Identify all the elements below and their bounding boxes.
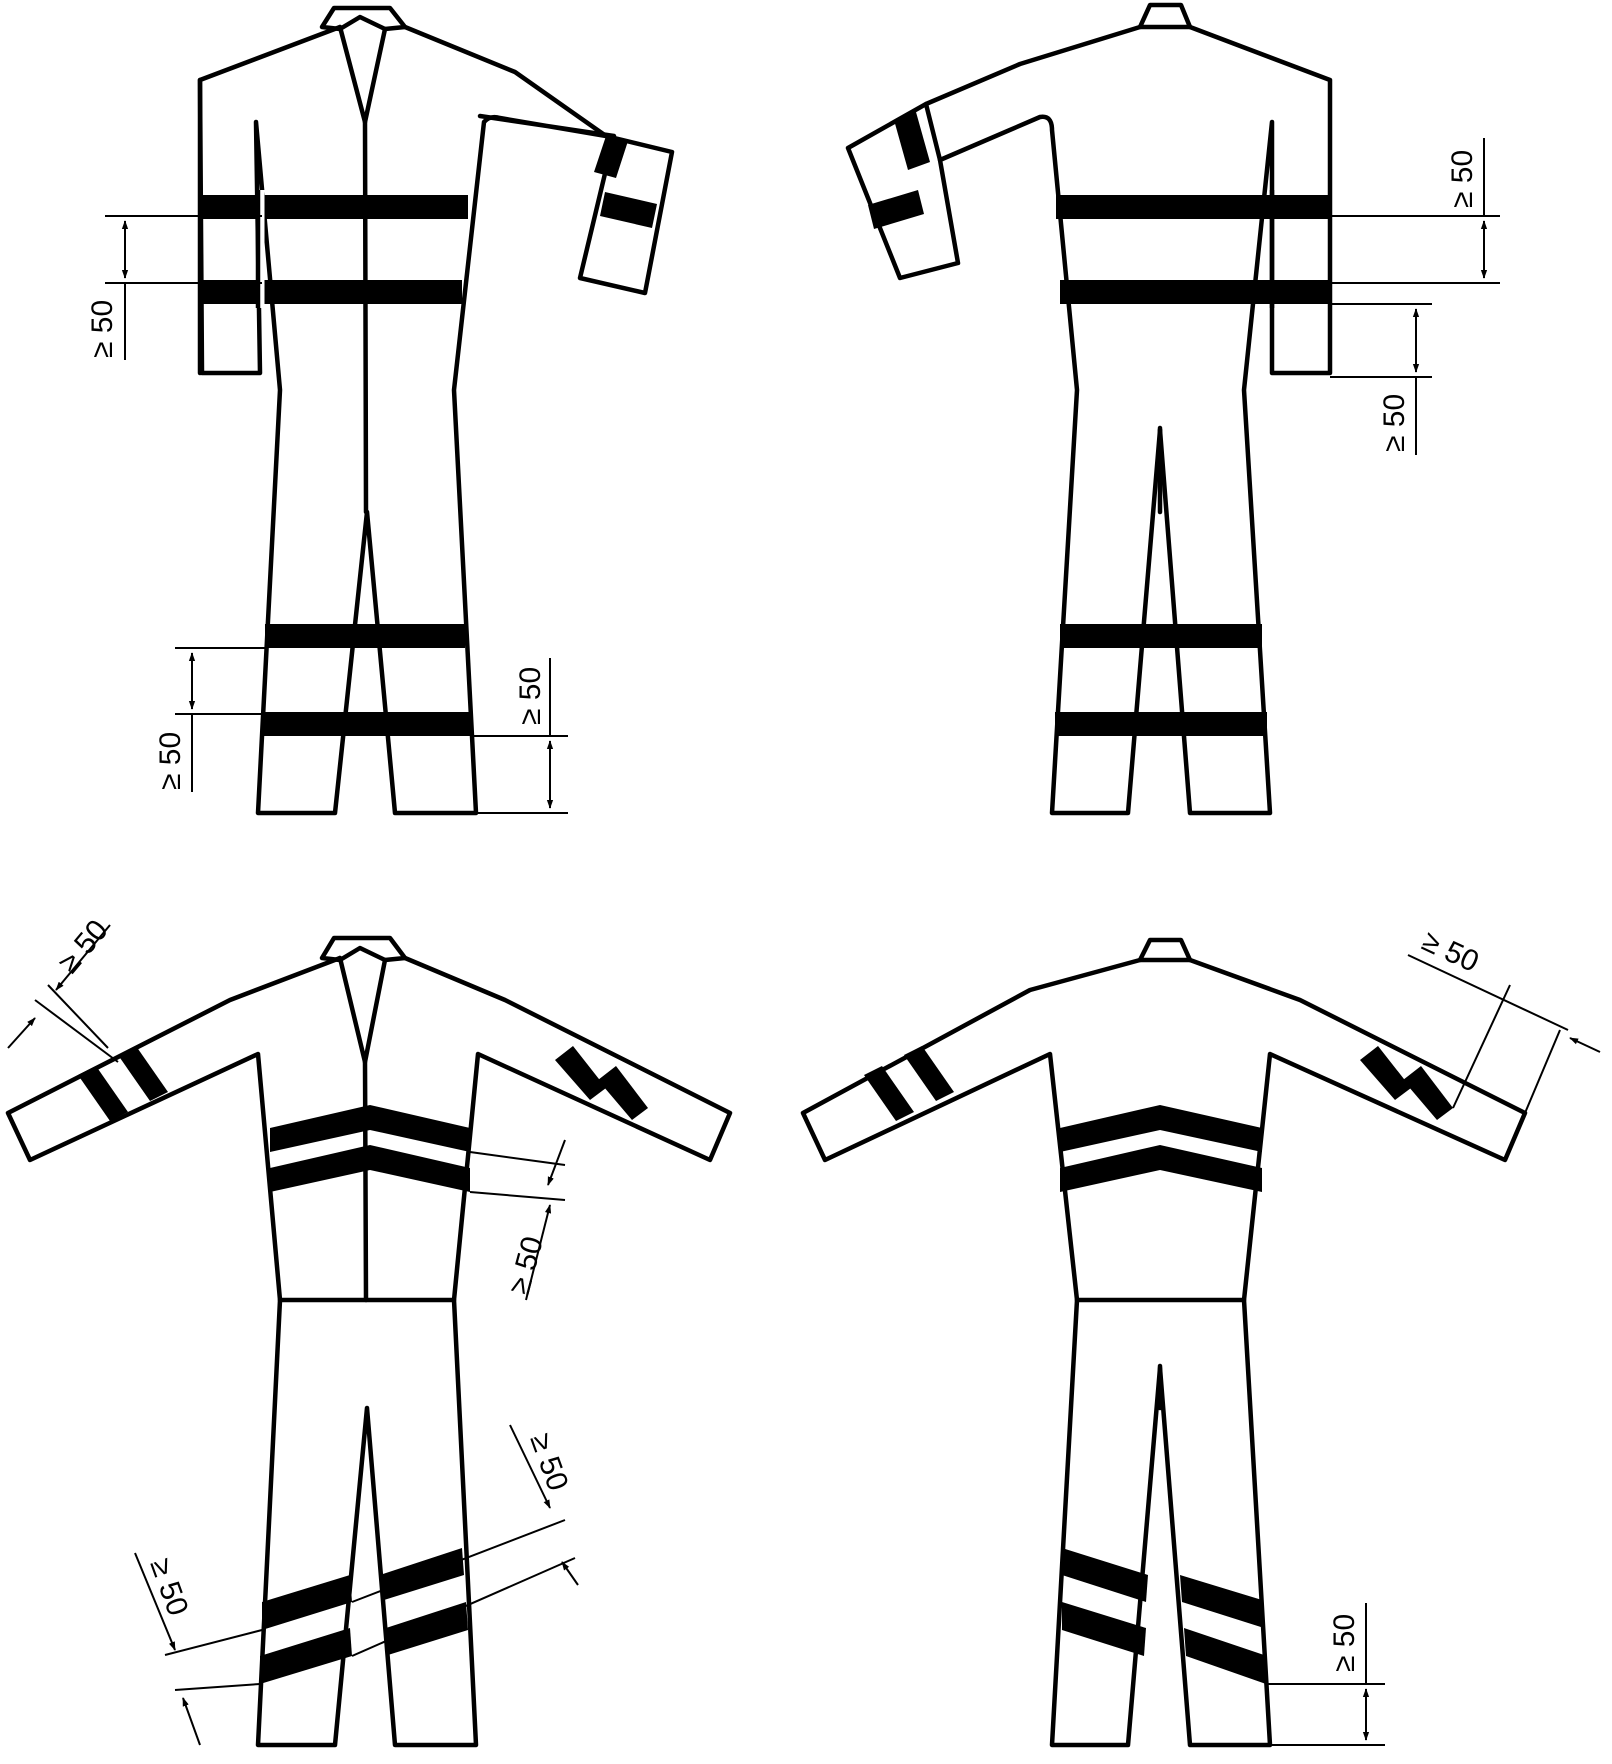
band-sleeve-left-1 [864,1066,914,1121]
reflective-bands [78,1046,648,1684]
band-sleeve-right-2 [1403,1066,1453,1120]
dimension-label: ≥ 50 [523,1429,574,1495]
band-leg-lower-right [386,1602,468,1655]
band-leg-lower-right [1184,1628,1266,1684]
band-leg-lower-left [1062,1602,1146,1656]
dimension-label: ≥ 50 [86,300,119,358]
view-front-horizontal: ≥ 50 ≥ 50 ≥ 50 [86,5,675,816]
band-sleeve-left-2 [904,1046,954,1101]
band-leg-lower [1055,712,1267,736]
band-sleeve-lower [600,192,657,228]
dimension-label: ≥ 50 [154,732,187,790]
band-sleeve-right-1 [555,1046,606,1100]
band-chest-lower [270,1145,470,1192]
view-back-chevron: ≥ 50 ≥ 50 [800,924,1601,1748]
reflective-bands [868,112,1330,736]
band-leg-upper-left [1062,1548,1148,1602]
band-chest-lower [1060,280,1330,304]
coverall-outline [197,5,675,816]
coverall-outline [5,935,733,1748]
band-leg-upper [265,624,465,648]
band-sleeve-upper [894,112,930,170]
dimension-label: ≥ 50 [503,1233,550,1298]
band-sleeve-left-2 [118,1046,168,1101]
band-chest-lower [1060,1145,1262,1192]
band-sleeve-right-2 [598,1066,648,1120]
band-leg-lower [262,712,471,736]
dimension-label: ≥ 50 [514,667,547,725]
band-sleeve-upper [594,136,628,178]
dimension-label: ≥ 50 [143,1554,194,1620]
coverall-outline [800,937,1528,1748]
dimension-label: ≥ 50 [1378,394,1411,452]
band-leg-lower-left [260,1628,352,1684]
dimension-label: ≥ 50 [1328,1614,1361,1672]
band-leg-upper-left [262,1575,352,1630]
band-sleeve-right-1 [1360,1046,1411,1100]
view-front-chevron: ≥ 50 ≥ 50 ≥ 50 ≥ 50 [5,914,733,1748]
reflective-bands [864,1046,1453,1684]
dimensions: ≥ 50 ≥ 50 [1330,138,1500,455]
dimension-label: ≥ 50 [1446,150,1479,208]
band-chest-upper [1060,1105,1262,1152]
dimension-label: ≥ 50 [1417,924,1484,978]
dimensions: ≥ 50 ≥ 50 [1266,924,1601,1746]
view-back-horizontal: ≥ 50 ≥ 50 [845,2,1500,816]
band-leg-upper [1060,624,1262,648]
band-sleeve-left-1 [78,1066,128,1121]
band-chest-upper [1056,195,1330,219]
band-leg-upper-right [1180,1575,1264,1628]
coverall-outline [845,2,1333,816]
dimensions: ≥ 50 ≥ 50 ≥ 50 [86,215,568,814]
dimension-label: ≥ 50 [52,914,115,980]
band-sleeve-lower [868,190,924,229]
reflective-bands [200,136,657,736]
band-chest-upper [270,1105,470,1152]
